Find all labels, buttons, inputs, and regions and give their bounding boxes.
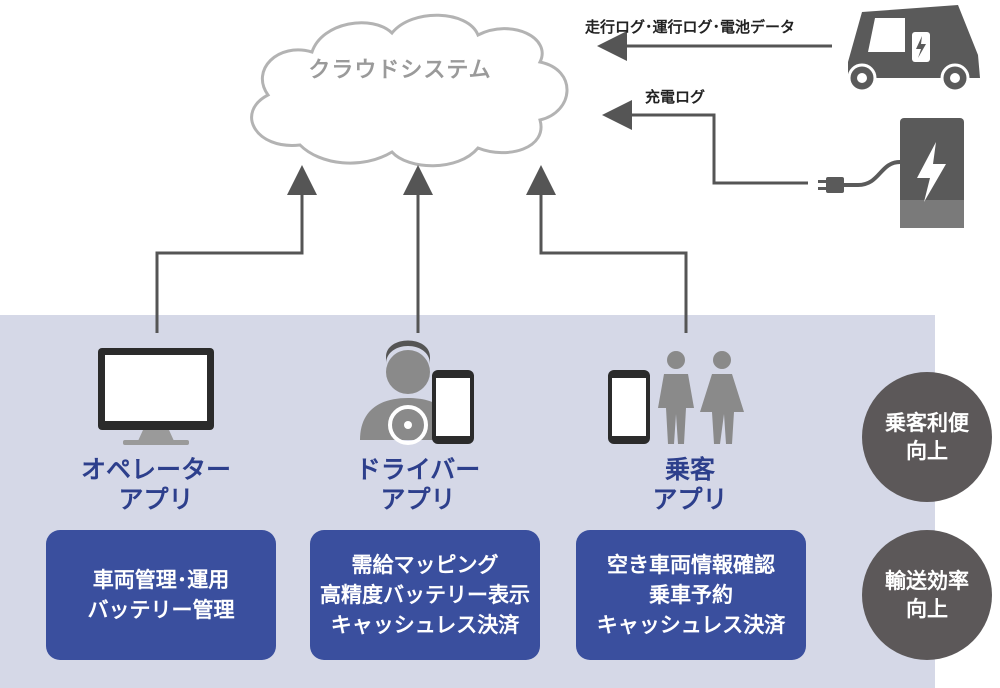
benefit-line2: 向上	[906, 439, 948, 463]
benefit-line1: 乗客利便	[885, 411, 969, 435]
passenger-smartphone-icon	[608, 370, 650, 444]
benefit-line2: 向上	[906, 597, 948, 621]
passenger-app-title-line1: 乗客	[664, 455, 715, 484]
operator-app-title: オペレーター アプリ	[41, 455, 271, 515]
passenger-convenience-benefit: 乗客利便 向上	[862, 372, 992, 502]
charge-log-label: 充電ログ	[645, 88, 706, 106]
benefit-line1: 輸送効率	[885, 569, 969, 593]
electric-vehicle-icon	[847, 5, 980, 93]
smartphone-icon	[432, 370, 474, 444]
passenger-app-title: 乗客 アプリ	[575, 455, 805, 515]
operator-feature: バッテリー管理	[87, 598, 235, 622]
operator-app-title-line1: オペレーター	[80, 455, 231, 484]
passenger-feature: キャッシュレス決済	[596, 613, 786, 637]
vehicle-data-label: 走行ログ･運行ログ･電池データ	[585, 18, 796, 36]
operator-features-box: 車両管理･運用 バッテリー管理	[46, 530, 276, 660]
operator-to-cloud-arrow	[155, 165, 317, 333]
passenger-app-title-line2: アプリ	[652, 485, 728, 514]
monitor-icon	[98, 348, 214, 445]
driver-app-title-line1: ドライバー	[355, 455, 481, 484]
operator-app-title-line2: アプリ	[118, 485, 194, 514]
operator-feature: 車両管理･運用	[92, 568, 230, 592]
driver-features-box: 需給マッピング 高精度バッテリー表示 キャッシュレス決済	[310, 530, 540, 660]
cloud-shape	[250, 13, 569, 168]
passengers-icon	[658, 351, 744, 444]
charge-log-arrow	[602, 100, 808, 185]
cloud-system-label: クラウドシステム	[308, 58, 492, 83]
driver-feature: 高精度バッテリー表示	[320, 583, 530, 607]
passenger-feature: 乗車予約	[649, 583, 733, 607]
passenger-features-box: 空き車両情報確認 乗車予約 キャッシュレス決済	[576, 530, 806, 660]
transport-efficiency-benefit: 輸送効率 向上	[862, 530, 992, 660]
driver-app-title: ドライバー アプリ	[303, 455, 533, 515]
driver-feature: キャッシュレス決済	[330, 613, 520, 637]
charging-station-icon	[818, 118, 964, 228]
passenger-to-cloud-arrow	[526, 165, 688, 333]
driver-app-title-line2: アプリ	[380, 485, 456, 514]
driver-feature: 需給マッピング	[351, 553, 499, 577]
passenger-feature: 空き車両情報確認	[607, 553, 775, 577]
